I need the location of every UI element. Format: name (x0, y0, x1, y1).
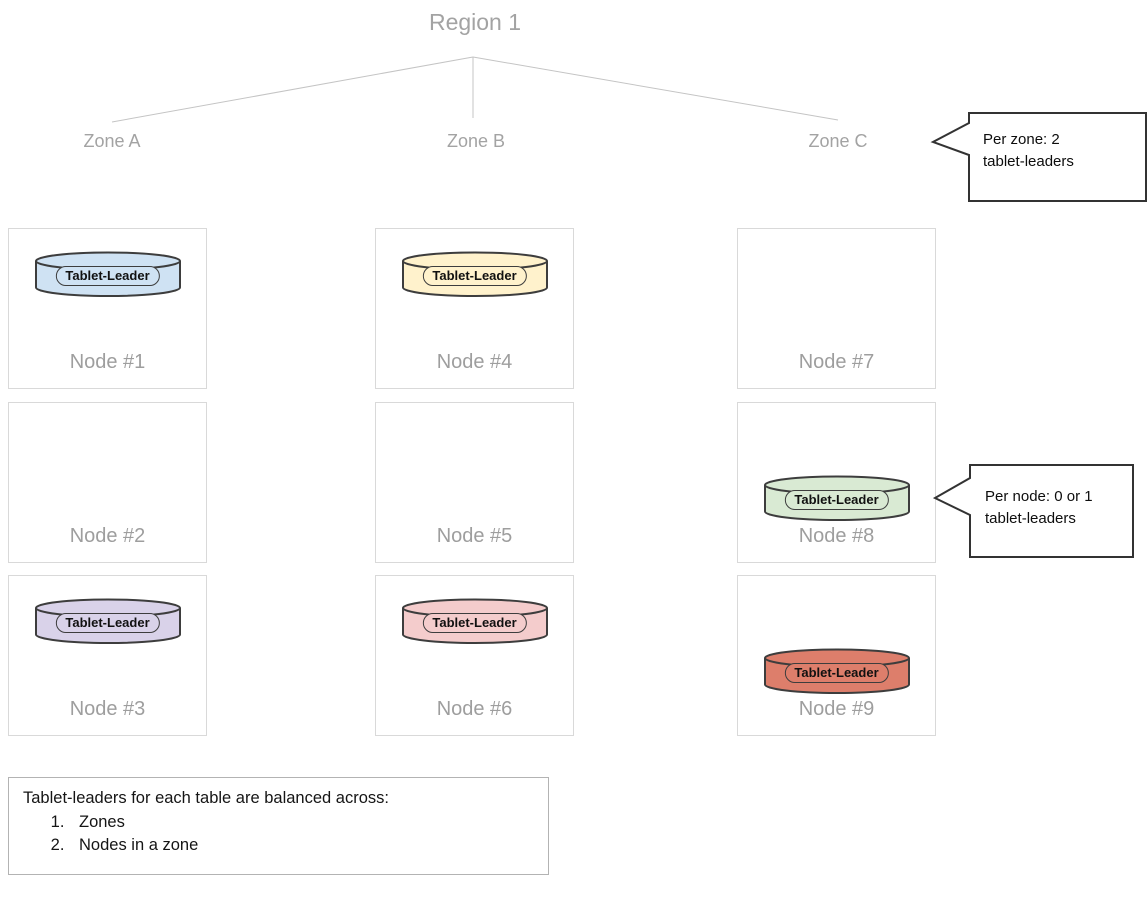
tablet-leader-cylinder: Tablet-Leader (33, 250, 183, 298)
tablet-leader-label: Tablet-Leader (55, 266, 160, 286)
speech-bubble-shape (930, 112, 1147, 202)
callout-per-node-text: Per node: 0 or 1 tablet-leaders (985, 488, 1093, 527)
tablet-leader-cylinder: Tablet-Leader (762, 474, 912, 522)
tablet-leader-cylinder: Tablet-Leader (762, 647, 912, 695)
callout-per-zone: Per zone: 2 tablet-leaders (930, 111, 1148, 203)
node-box-8: Tablet-Leader Node #8 (737, 402, 936, 563)
node-box-4: Tablet-Leader Node #4 (375, 228, 574, 389)
zone-label-b: Zone B (446, 131, 506, 151)
tree-lines (111, 56, 839, 123)
tablet-leader-label: Tablet-Leader (422, 266, 527, 286)
tablet-leader-label: Tablet-Leader (784, 663, 889, 683)
node-box-7: Node #7 (737, 228, 936, 389)
bottom-note-heading: Tablet-leaders for each table are balanc… (23, 789, 389, 807)
tablet-leader-label: Tablet-Leader (422, 613, 527, 633)
tablet-leader-cylinder: Tablet-Leader (33, 597, 183, 645)
node-box-2: Node #2 (8, 402, 207, 563)
bottom-note-item: Zones (69, 813, 534, 832)
tablet-leader-label: Tablet-Leader (784, 490, 889, 510)
node-label: Node #8 (798, 525, 875, 547)
zone-label-a: Zone A (83, 131, 141, 151)
tablet-leader-cylinder: Tablet-Leader (400, 250, 550, 298)
node-box-1: Tablet-Leader Node #1 (8, 228, 207, 389)
zone-label-c: Zone C (808, 131, 868, 151)
node-label: Node #4 (436, 351, 513, 373)
bottom-note-list: Zones Nodes in a zone (23, 813, 534, 855)
region-title: Region 1 (428, 9, 522, 35)
node-box-3: Tablet-Leader Node #3 (8, 575, 207, 736)
callout-per-zone-text: Per zone: 2 tablet-leaders (983, 131, 1074, 170)
bottom-note-item: Nodes in a zone (69, 836, 534, 855)
speech-bubble-shape (933, 464, 1134, 558)
node-box-9: Tablet-Leader Node #9 (737, 575, 936, 736)
node-label: Node #2 (69, 525, 146, 547)
node-label: Node #1 (69, 351, 146, 373)
node-label: Node #5 (436, 525, 513, 547)
bottom-note: Tablet-leaders for each table are balanc… (8, 777, 549, 875)
callout-per-node: Per node: 0 or 1 tablet-leaders (933, 463, 1135, 559)
node-box-6: Tablet-Leader Node #6 (375, 575, 574, 736)
tablet-leader-cylinder: Tablet-Leader (400, 597, 550, 645)
node-label: Node #7 (798, 351, 875, 373)
node-label: Node #3 (69, 698, 146, 720)
node-box-5: Node #5 (375, 402, 574, 563)
node-label: Node #9 (798, 698, 875, 720)
node-label: Node #6 (436, 698, 513, 720)
tablet-leader-label: Tablet-Leader (55, 613, 160, 633)
